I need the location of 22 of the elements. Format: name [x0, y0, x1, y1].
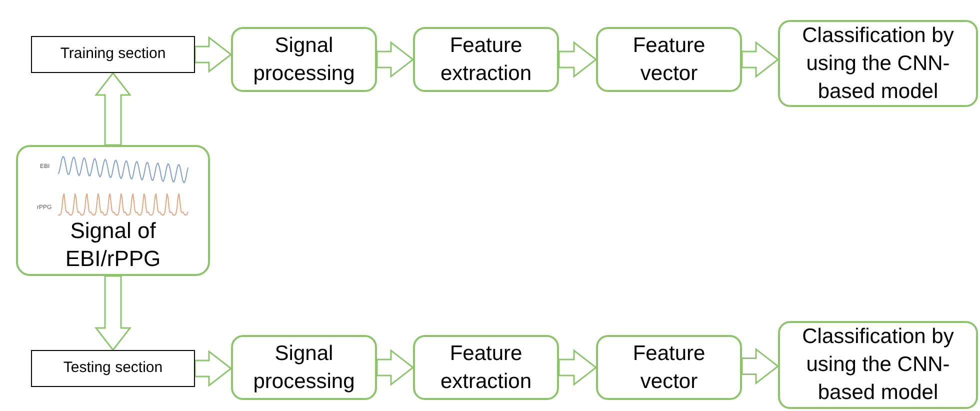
block-arrow: [376, 40, 414, 78]
node-title: Signal of EBI/rPPG: [64, 217, 162, 273]
process-box: Feature vector: [596, 27, 742, 92]
block-arrow: [94, 72, 132, 146]
block-arrow: [376, 348, 414, 386]
process-box: Classification by using the CNN-based model: [778, 321, 978, 409]
process-box: Classification by using the CNN-based model: [778, 20, 978, 107]
block-arrow: [194, 36, 232, 74]
block-arrow: [558, 40, 598, 78]
process-box: Signal processing: [231, 335, 377, 400]
block-arrow: [194, 350, 232, 388]
process-box: Signal processing: [231, 27, 377, 92]
process-box: Feature extraction: [413, 335, 559, 400]
section-box: Testing section: [31, 350, 195, 387]
section-box: Training section: [31, 36, 195, 73]
process-box: Feature extraction: [413, 27, 559, 92]
process-box: Feature vector: [596, 335, 742, 400]
signal-box: [16, 145, 210, 276]
block-arrow: [741, 40, 780, 78]
block-arrow: [741, 348, 780, 385]
block-arrow: [558, 348, 598, 386]
block-arrow: [94, 275, 132, 352]
